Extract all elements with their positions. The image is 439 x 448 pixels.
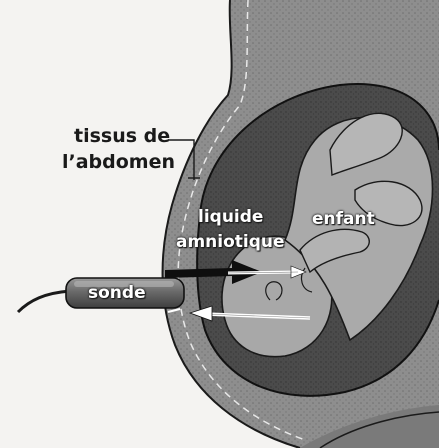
label-fluid-line1: liquide bbox=[198, 209, 263, 226]
probe-cable bbox=[18, 291, 70, 312]
label-probe: sonde bbox=[88, 285, 146, 302]
label-fluid-line2: amniotique bbox=[176, 234, 285, 251]
label-tissue-line1: tissus de bbox=[74, 127, 170, 146]
label-child: enfant bbox=[312, 211, 375, 228]
label-tissue-line2: l’abdomen bbox=[62, 153, 175, 172]
